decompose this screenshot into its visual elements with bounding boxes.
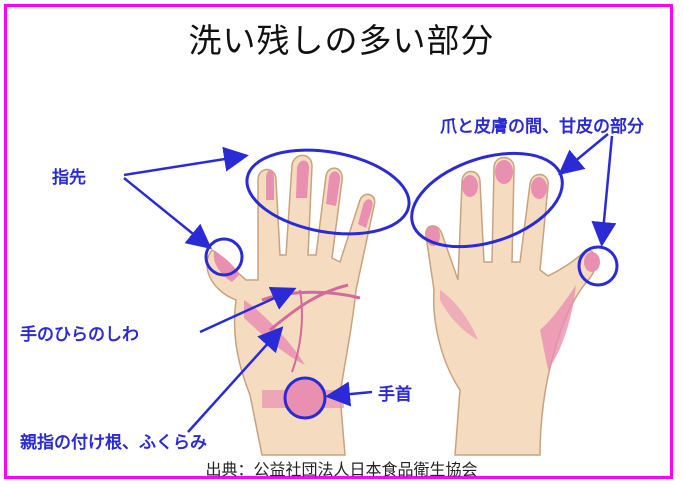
page-title: 洗い残しの多い部分 [188, 21, 495, 60]
arrow-to-palm-creases [199, 286, 297, 334]
fingertips-highlight-ellipse [245, 148, 411, 236]
label-thumb-base: 親指の付け根、ふくらみ [20, 433, 207, 453]
label-nails-cuticles: 爪と皮膚の間、甘皮の部分 [440, 117, 644, 137]
arrow-fingertips-to-ellipse [123, 146, 249, 177]
nails-highlight-ellipse [410, 151, 564, 249]
arrow-to-thumb-nail [591, 135, 617, 247]
source-credit: 出典：公益社団法人日本食品衛生協会 [205, 460, 478, 479]
arrow-to-nails [558, 133, 609, 176]
arrow-to-thumb-base [187, 326, 284, 433]
arrow-fingertips-to-thumb [123, 177, 212, 250]
arrow-to-wrist [325, 381, 373, 407]
thumb-nail-highlight-circle [577, 245, 619, 287]
label-palm-creases: 手のひらのしわ [20, 325, 139, 345]
right-hand-back [425, 156, 600, 456]
label-fingertips: 指先 [52, 168, 86, 188]
thumb-tip-highlight-circle [204, 237, 244, 277]
label-wrist: 手首 [378, 385, 412, 405]
wrist-highlight-circle [283, 376, 327, 420]
